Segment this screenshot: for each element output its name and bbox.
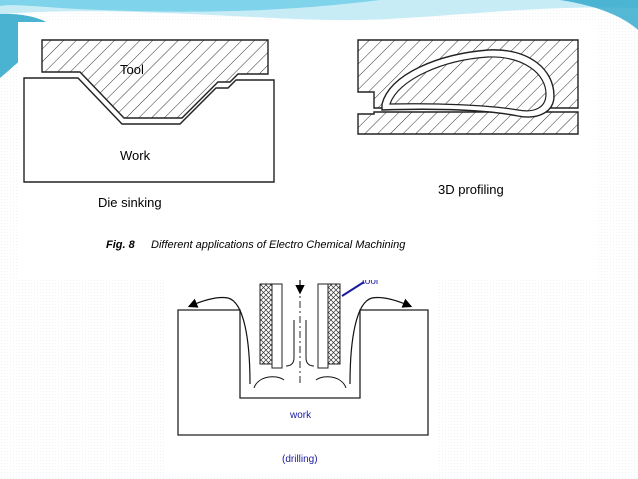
- flow-bottom-right: [315, 376, 347, 389]
- ecm-applications-diagram: Tool Work Die sinking 3D profiling Fig. …: [23, 39, 579, 251]
- electrolyte-flow-right: [349, 296, 413, 385]
- work-label: Work: [120, 148, 151, 163]
- profiling-caption: 3D profiling: [438, 182, 504, 197]
- drilling-figure: tool work (drilling): [166, 276, 438, 474]
- flow-bottom-left: [253, 376, 285, 389]
- drilling-diagram: tool work (drilling): [177, 276, 429, 465]
- drilling-work-label: work: [289, 410, 312, 421]
- electrolyte-flow-left: [187, 296, 251, 385]
- inner-flow-right: [305, 320, 315, 367]
- tool-insulation-left: [259, 283, 273, 365]
- die-sinking-tool: [41, 39, 269, 119]
- tool-insulation-right: [327, 283, 341, 365]
- die-sinking-caption: Die sinking: [98, 195, 162, 210]
- profiling-bottom-block: [357, 111, 579, 135]
- tool-leader-line: [341, 281, 365, 297]
- tool-label: Tool: [120, 62, 144, 77]
- profiling-airfoil-tool: [389, 56, 547, 112]
- figure-number: Fig. 8: [106, 239, 136, 251]
- right-swoosh-accent: [560, 0, 638, 30]
- drilling-tool-label: tool: [362, 280, 378, 287]
- drilling-caption: (drilling): [282, 454, 318, 465]
- tool-wall-right: [317, 283, 329, 369]
- top-swoosh-accent: [0, 0, 380, 12]
- inner-flow-left: [285, 320, 295, 367]
- figure-caption: Different applications of Electro Chemic…: [151, 239, 406, 251]
- die-sinking-work: [23, 77, 275, 183]
- ecm-applications-figure: Tool Work Die sinking 3D profiling Fig. …: [18, 22, 596, 278]
- tool-wall-left: [271, 283, 283, 369]
